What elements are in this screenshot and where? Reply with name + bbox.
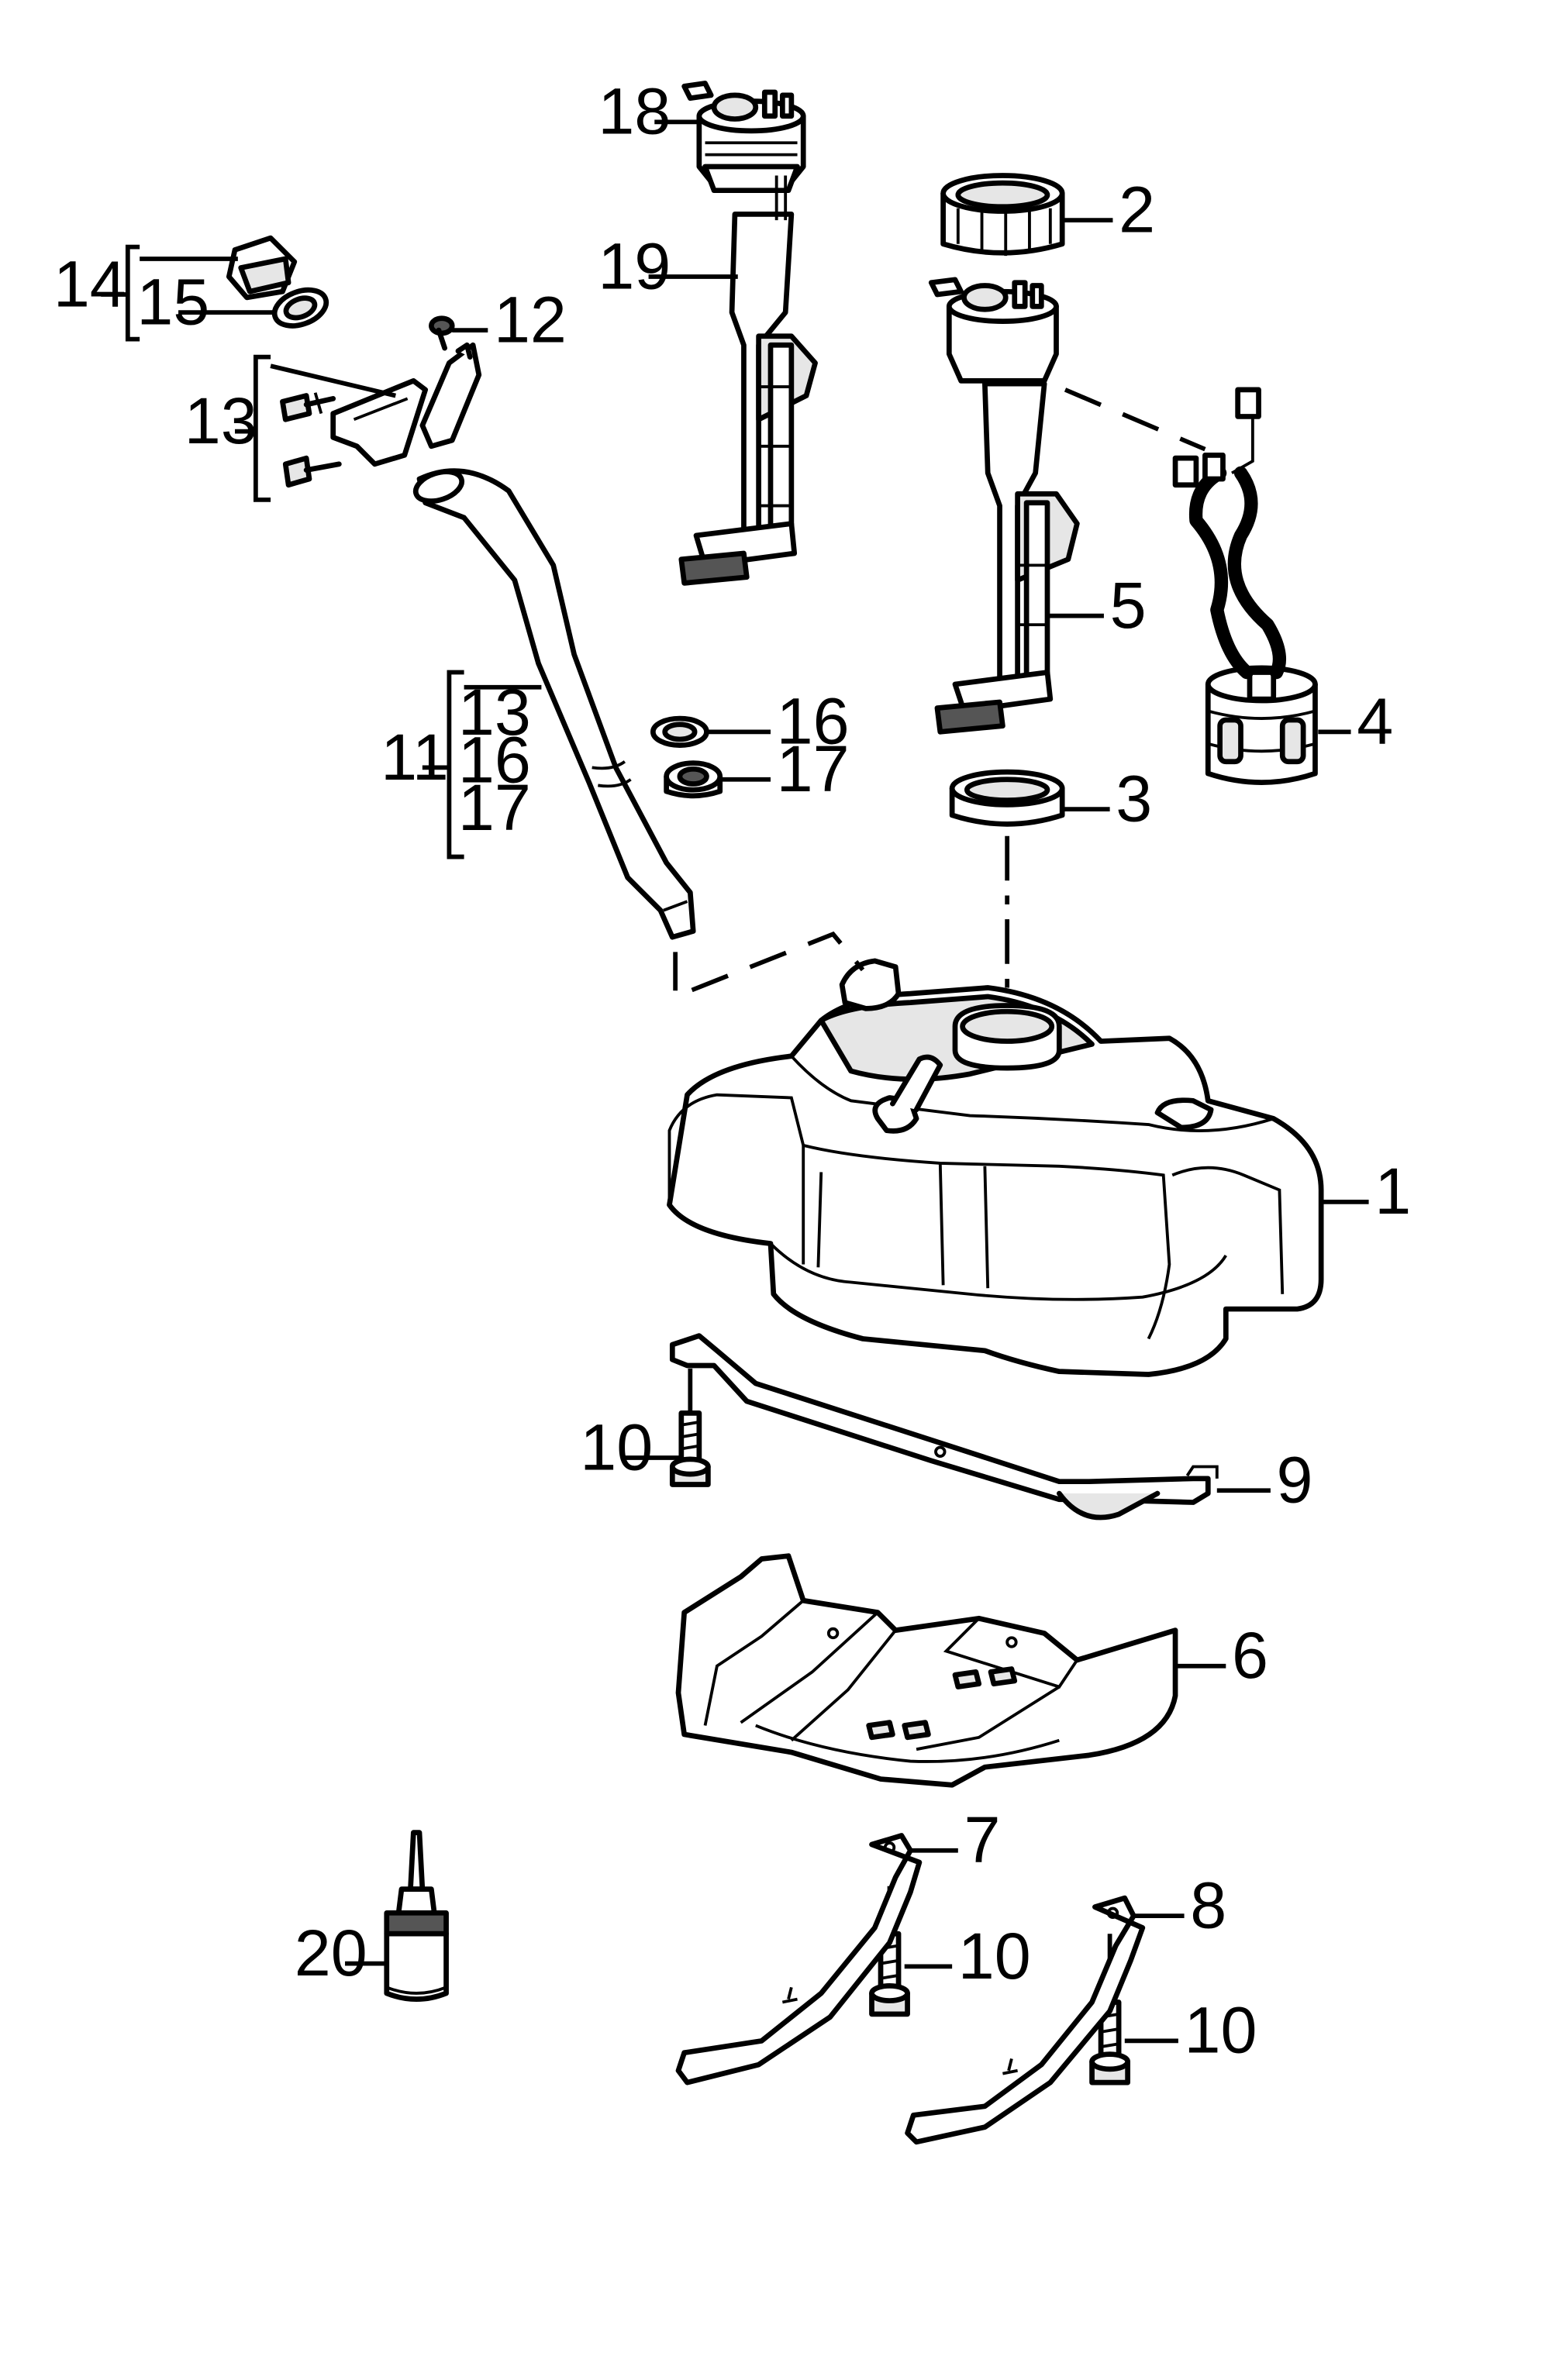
part-16-seal [650, 715, 709, 748]
callout-11: 11 [381, 721, 449, 794]
part-14-filler-cap [226, 235, 298, 301]
bracket-13 [254, 354, 271, 502]
callout-3: 3 [1116, 762, 1152, 835]
part-10-bolt-a [669, 1368, 711, 1487]
callout-labels: 18 19 2 4 5 3 1 9 6 7 8 10 10 10 20 12 1… [53, 75, 1411, 2067]
part-7-strap [675, 1833, 923, 2086]
part-3-seal [949, 769, 1065, 827]
callout-19: 19 [598, 229, 671, 302]
callout-15: 15 [136, 265, 209, 338]
bracket-11 [447, 670, 464, 859]
part-13-clamp-set [280, 342, 482, 488]
callout-11-17: 17 [458, 771, 531, 844]
part-17-seal [664, 760, 723, 799]
part-9-tank-strap [669, 1333, 1219, 1521]
callout-20: 20 [295, 1917, 367, 1989]
callout-10-c: 10 [1185, 1994, 1257, 2067]
part-12-screw [429, 315, 455, 351]
callout-5: 5 [1110, 569, 1147, 642]
callout-8: 8 [1190, 1869, 1226, 1942]
part-15-cap-seal [271, 287, 329, 329]
callout-18: 18 [598, 75, 671, 148]
callout-11-16: 16 [458, 724, 531, 797]
callout-2: 2 [1119, 173, 1155, 246]
part-8-strap [905, 1895, 1146, 2145]
callout-10-a: 10 [580, 1410, 653, 1483]
assembly-line-pump [1064, 387, 1206, 452]
callout-14: 14 [53, 247, 126, 320]
part-19-sender-tube [678, 175, 818, 586]
callout-7: 7 [964, 1803, 1001, 1876]
callout-11-13: 13 [458, 676, 531, 749]
part-4-fuel-pump [1172, 387, 1318, 785]
callout-4: 4 [1357, 685, 1393, 758]
part-5-pump-sender-unit [928, 277, 1080, 735]
callout-9: 9 [1277, 1444, 1313, 1517]
callout-1: 1 [1374, 1155, 1411, 1228]
part-6-tank-shield [675, 1553, 1178, 1788]
leader-lines [101, 119, 1369, 2044]
callout-16: 16 [777, 685, 850, 758]
part-20-sealant-bottle [384, 1830, 449, 2002]
part-11-filler-neck [412, 468, 696, 940]
callout-12: 12 [494, 283, 567, 356]
part-18-sender-flange [681, 81, 806, 194]
callout-6: 6 [1232, 1619, 1268, 1692]
callout-17: 17 [777, 732, 850, 805]
part-2-locking-ring [940, 173, 1065, 257]
callout-13: 13 [185, 384, 257, 457]
part-1-fuel-tank [667, 958, 1324, 1377]
assembly-line-filler [673, 931, 865, 1001]
callout-10-b: 10 [958, 1920, 1031, 1993]
